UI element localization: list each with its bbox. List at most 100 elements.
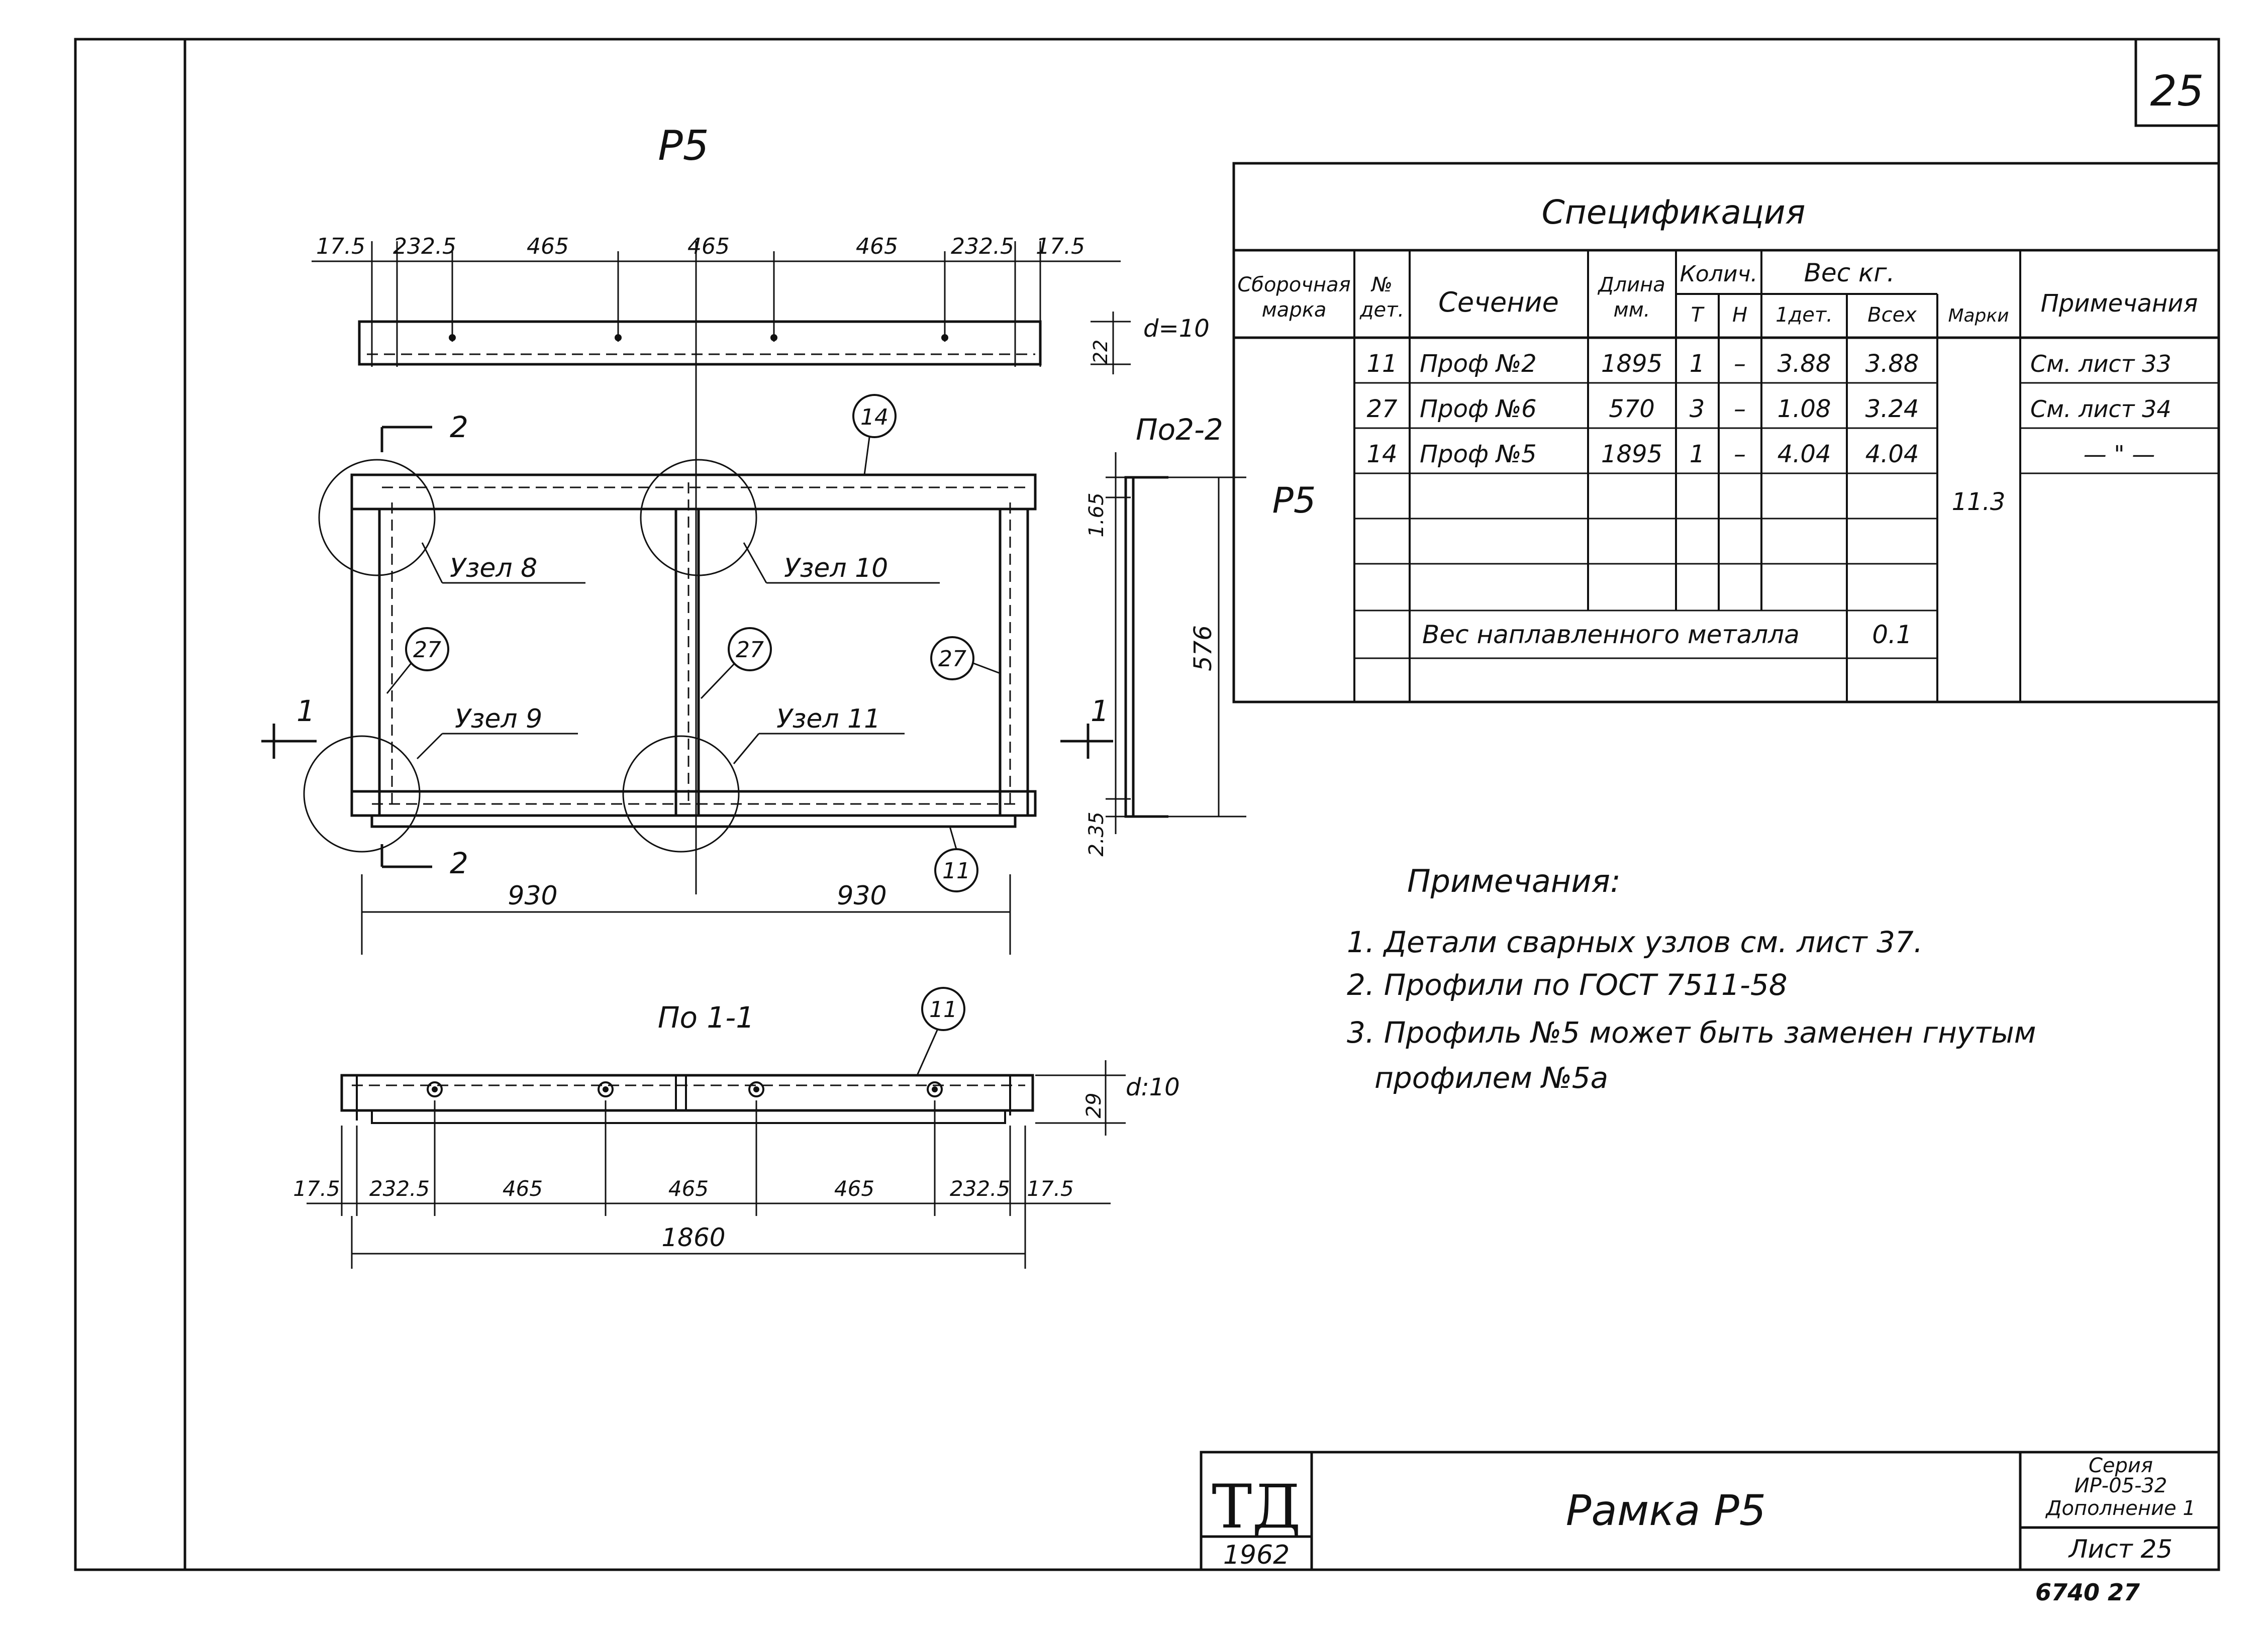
hdr-section: Сечение	[1438, 286, 1559, 318]
row1-section: Проф №2	[1420, 350, 1537, 378]
bolt-holes	[427, 1081, 943, 1097]
top-view: 17.5 232.5 465 465 465 232.5 17.5 22 d=1…	[312, 234, 1210, 374]
section-dim-bottom: 2.35	[1085, 811, 1108, 856]
top-dim-7: 17.5	[1036, 234, 1085, 259]
mark-label: Р5	[658, 122, 709, 170]
row3-t: 1	[1690, 440, 1705, 468]
node-11-label: Узел 11	[776, 704, 880, 734]
row3-section: Проф №5	[1420, 440, 1537, 468]
top-dim-2: 232.5	[393, 234, 456, 259]
node-9-label: Узел 9	[455, 704, 542, 734]
bottom-dim-3: 465	[503, 1176, 543, 1201]
note-2: 2. Профили по ГОСТ 7511-58	[1347, 968, 1788, 1002]
section-2-2-label: По2-2	[1136, 413, 1223, 447]
section-1-1-label: По 1-1	[658, 1000, 754, 1035]
hdr-wmark: Марки	[1948, 306, 2009, 326]
series-1: Серия	[2089, 1454, 2153, 1477]
series-2: ИР-05-32	[2075, 1474, 2167, 1497]
bottom-height: 29	[1082, 1093, 1106, 1119]
hdr-weight: Вес кг.	[1804, 258, 1895, 287]
top-thickness: d=10	[1143, 315, 1210, 343]
frame-elevation: Узел 8 Узел 10 Узел 9 Узел 11 14 27 27	[261, 367, 1113, 955]
weld-value: 0.1	[1872, 620, 1912, 649]
section-2-2: По2-2 1.65 576 2.35	[1085, 413, 1246, 857]
callout-11a: 11	[934, 826, 978, 892]
section-dim-top: 1.65	[1085, 492, 1108, 537]
row2-num: 27	[1366, 395, 1398, 423]
overall-dim: 1860	[661, 1223, 725, 1252]
top-dim-1: 17.5	[316, 234, 365, 259]
table-row: 11 Проф №2 1895 1 – 3.88 3.88 См. лист 3…	[1366, 350, 2171, 378]
callout-11a-text: 11	[942, 858, 970, 884]
row3-w1: 4.04	[1778, 440, 1831, 468]
row3-num: 14	[1366, 440, 1397, 468]
section-dim-height: 576	[1189, 625, 1217, 671]
hdr-w1: 1дет.	[1776, 303, 1833, 327]
hdr-qty-t: Т	[1691, 303, 1705, 327]
row2-length: 570	[1609, 395, 1655, 423]
org-stamp: ТД	[1212, 1472, 1301, 1542]
row3-wall: 4.04	[1865, 440, 1919, 468]
hdr-num-1: №	[1370, 273, 1393, 296]
note-3: 3. Профиль №5 может быть заменен гнутым	[1347, 1015, 2036, 1050]
row1-n: –	[1734, 350, 1746, 378]
callout-14: 14	[852, 394, 897, 475]
stamp-code: 6740 27	[2035, 1579, 2140, 1606]
cut-2-bottom: 2	[450, 846, 468, 880]
drawing-title: Рамка Р5	[1566, 1486, 1766, 1535]
row3-n: –	[1734, 440, 1746, 468]
hdr-notes: Примечания	[2041, 289, 2198, 318]
cut-1-right: 1	[1091, 694, 1109, 728]
row1-t: 1	[1690, 350, 1705, 378]
top-dim-6: 232.5	[951, 234, 1014, 259]
mark-weight: 11.3	[1952, 488, 2006, 516]
bottom-dim-5: 465	[834, 1176, 874, 1201]
callout-27a: 27	[386, 627, 449, 694]
top-dim-4: 465	[687, 234, 730, 259]
hdr-num-2: дет.	[1359, 298, 1404, 322]
year: 1962	[1223, 1540, 1290, 1570]
callout-14-text: 14	[860, 404, 889, 430]
row1-note: См. лист 33	[2030, 350, 2172, 377]
callout-27c-text: 27	[938, 646, 966, 672]
spec-table: Спецификация Сборочная марка № дет. Сече…	[1232, 162, 2220, 703]
callout-27b: 27	[700, 627, 772, 699]
row3-note: — " —	[2084, 441, 2155, 468]
notes: Примечания: 1. Детали сварных узлов см. …	[1347, 863, 2036, 1095]
row1-length: 1895	[1601, 350, 1662, 378]
row2-n: –	[1734, 395, 1746, 423]
bottom-dim-4: 465	[668, 1176, 709, 1201]
top-dim-3: 465	[527, 234, 569, 259]
page-number-box: 25	[2134, 39, 2219, 127]
section-1-1: По 1-1 11 29 d:10	[293, 987, 1180, 1269]
callout-11b-text: 11	[929, 997, 957, 1023]
sheet-frame	[74, 38, 2220, 1571]
span-dim-right: 930	[837, 881, 886, 911]
bottom-dim-7: 17.5	[1027, 1176, 1074, 1201]
page-number: 25	[2150, 66, 2204, 116]
table-row: 27 Проф №6 570 3 – 1.08 3.24 См. лист 34	[1366, 395, 2171, 423]
bottom-dim-1: 17.5	[293, 1176, 340, 1201]
span-dim-left: 930	[508, 881, 557, 911]
callout-27b-text: 27	[736, 637, 764, 663]
spec-title: Спецификация	[1542, 193, 1806, 232]
row2-note: См. лист 34	[2030, 395, 2172, 423]
note-3-cont: профилем №5а	[1374, 1061, 1608, 1095]
hdr-qty-n: Н	[1732, 303, 1747, 327]
callout-11b: 11	[916, 987, 965, 1076]
title-block: ТД 1962 Рамка Р5 Серия ИР-05-32 Дополнен…	[1200, 1451, 2220, 1606]
hdr-mark-1: Сборочная	[1237, 273, 1350, 296]
note-1: 1. Детали сварных узлов см. лист 37.	[1347, 925, 1923, 959]
cut-2-top: 2	[450, 410, 468, 444]
row2-w1: 1.08	[1778, 395, 1831, 423]
table-row: 14 Проф №5 1895 1 – 4.04 4.04 — " —	[1366, 440, 2155, 468]
row2-section: Проф №6	[1420, 395, 1537, 423]
row3-length: 1895	[1601, 440, 1662, 468]
callout-27c: 27	[930, 636, 1001, 680]
bottom-dim-6: 232.5	[950, 1176, 1010, 1201]
row2-wall: 3.24	[1865, 395, 1919, 423]
hdr-length-2: мм.	[1613, 298, 1650, 322]
spec-mark: Р5	[1272, 480, 1316, 521]
